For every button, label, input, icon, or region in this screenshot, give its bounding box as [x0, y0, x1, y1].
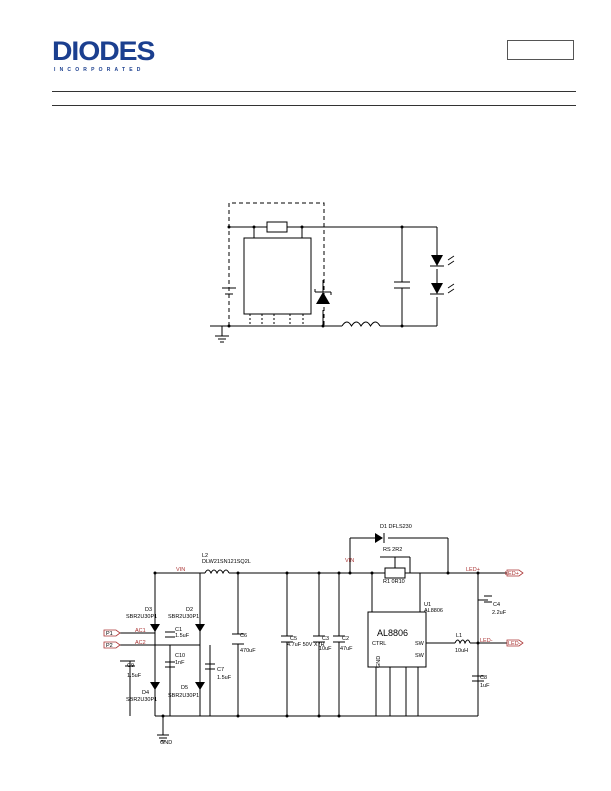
- label-d1: D1 DFLS230: [380, 524, 412, 530]
- label-l1: L1: [456, 633, 462, 639]
- label-d5-part: SBR2U30P1: [168, 693, 199, 699]
- label-d2-part: SBR2U30P1: [168, 614, 199, 620]
- led-1: [431, 255, 443, 266]
- label-p1: P1: [106, 631, 113, 637]
- label-c8: C8: [480, 675, 487, 681]
- header-rule-top: [52, 91, 576, 92]
- label-ac2: AC2: [135, 640, 146, 646]
- logo-wordmark: DIODES: [52, 36, 155, 66]
- ic-block: [243, 237, 312, 315]
- label-chip: AL8806: [377, 628, 408, 638]
- label-c7: C7: [217, 667, 224, 673]
- label-c9-val: 1.5uF: [127, 673, 142, 679]
- label-c7-val: 1.5uF: [217, 675, 232, 681]
- label-c5: C5: [290, 636, 297, 642]
- label-ledm: LED-: [480, 638, 493, 644]
- label-c2: C2: [342, 636, 349, 642]
- label-c5-val: 4.7uF 50V X7R: [287, 642, 325, 648]
- label-ledp-conn: LED+: [505, 571, 519, 577]
- pin-sw: SW: [415, 641, 425, 647]
- label-ac1: AC1: [135, 628, 146, 634]
- label-l1-val: 10uH: [455, 648, 468, 654]
- diodes-logo: DIODES INCORPORATED: [52, 38, 164, 78]
- label-d5: D5: [181, 685, 188, 691]
- pin-ctrl: CTRL: [372, 641, 386, 647]
- al8806-chip: [367, 611, 427, 668]
- label-vin-bus: VIN: [176, 567, 185, 573]
- label-c6: C6: [240, 633, 247, 639]
- label-u1: U1: [424, 602, 431, 608]
- label-ledm-conn: LED-: [508, 641, 521, 647]
- label-d4-part: SBR2U30P1: [126, 697, 157, 703]
- label-c10: C10: [175, 653, 185, 659]
- logo-subtext: INCORPORATED: [54, 67, 145, 73]
- label-d3-part: SBR2U30P1: [126, 614, 157, 620]
- label-c1-val: 1.5uF: [175, 633, 190, 639]
- label-p2: P2: [106, 643, 113, 649]
- label-c4: C4: [493, 602, 500, 608]
- label-l2-part: DLW21SN121SQ2L: [202, 559, 251, 565]
- header-rule-bottom: [52, 105, 576, 106]
- label-c3-val: 10uF: [319, 646, 332, 652]
- schottky-diode: [316, 292, 330, 304]
- label-c4-val: 2.2uF: [492, 610, 507, 616]
- label-c1: C1: [175, 627, 182, 633]
- pin-sw2: SW: [415, 653, 425, 659]
- label-c2-val: 47uF: [340, 646, 353, 652]
- led-2: [431, 283, 443, 294]
- pin-gnd: GND: [376, 656, 382, 668]
- label-d4: D4: [142, 690, 149, 696]
- label-vin-net: VIN: [345, 558, 354, 564]
- label-c9: C9: [127, 663, 134, 669]
- label-u1-part: AL8806: [424, 608, 443, 614]
- label-c8-val: 1uF: [480, 683, 490, 689]
- label-d3: D3: [145, 607, 152, 613]
- label-ledp: LED+: [466, 567, 480, 573]
- label-d2: D2: [186, 607, 193, 613]
- label-rs: RS 2R2: [383, 547, 402, 553]
- label-r1: R1 0R10: [383, 579, 405, 585]
- label-l2: L2: [202, 553, 208, 559]
- part-number-box: [507, 40, 574, 60]
- label-c10-val: 1nF: [175, 660, 185, 666]
- label-c6-val: 470uF: [240, 648, 256, 654]
- label-c3: C3: [322, 636, 329, 642]
- label-gnd: GND: [160, 740, 172, 746]
- dashed-boundary: [228, 202, 325, 326]
